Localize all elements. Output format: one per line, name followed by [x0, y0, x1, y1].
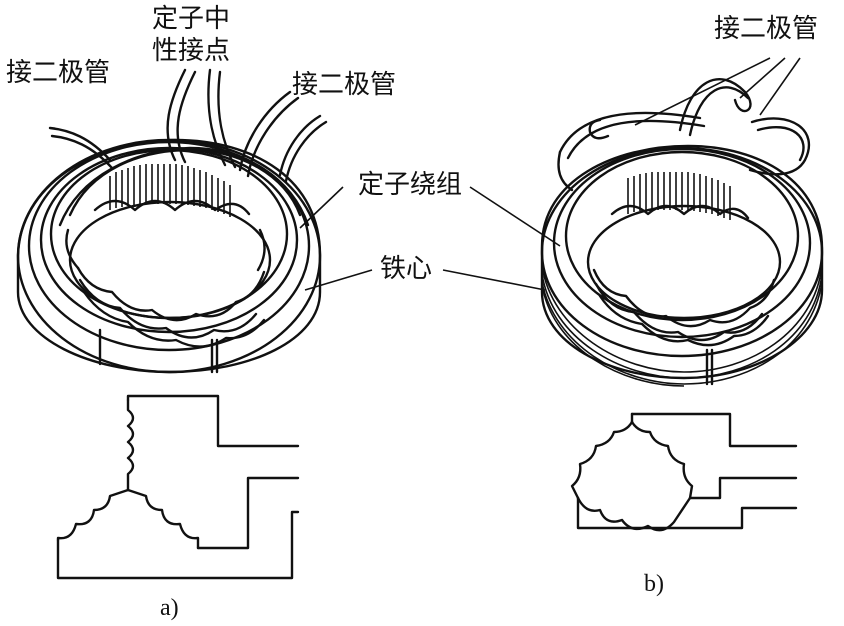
label-iron-core: 铁心 — [380, 254, 433, 284]
leader-lines — [299, 57, 801, 291]
circuit-a-star — [56, 394, 300, 580]
stator-a — [16, 68, 328, 374]
stator-b — [540, 78, 824, 387]
label-to-diode-mid: 接二极管 — [292, 70, 397, 100]
label-to-diode-left: 接二极管 — [6, 58, 111, 88]
caption-a: a) — [160, 595, 179, 621]
label-stator-neutral-line1: 定子中 — [152, 4, 231, 34]
circuit-b-delta — [570, 412, 798, 532]
label-to-diode-right: 接二极管 — [714, 14, 819, 44]
label-stator-neutral-line2: 性接点 — [152, 36, 231, 66]
label-stator-winding: 定子绕组 — [358, 170, 463, 200]
caption-b: b) — [644, 571, 664, 597]
